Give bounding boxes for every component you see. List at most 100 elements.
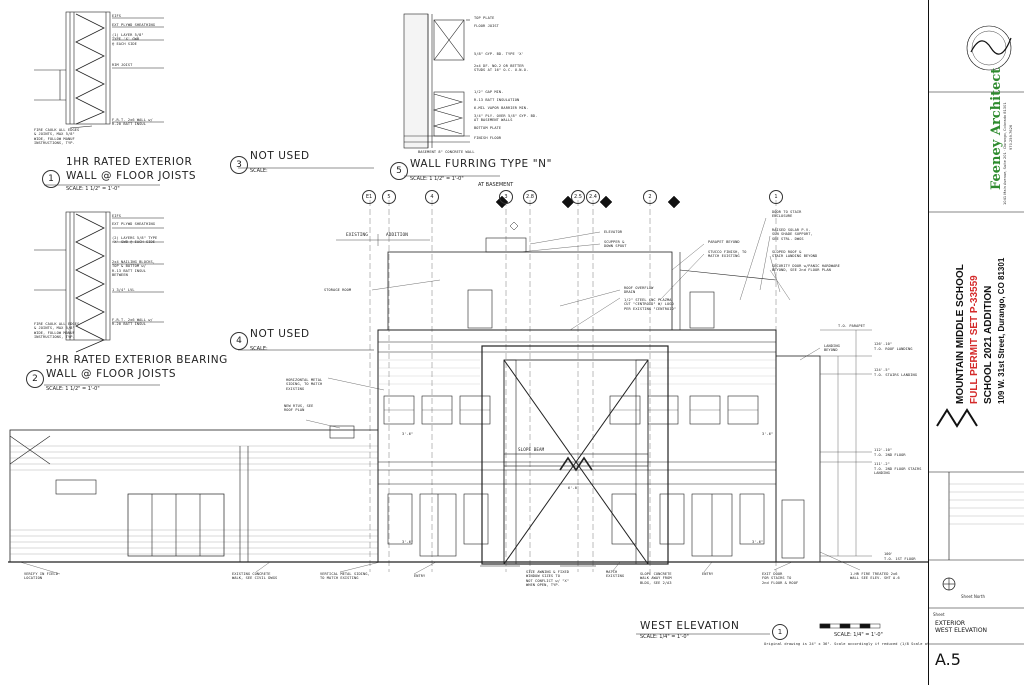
firm-phone: 970.259.7626 (1009, 124, 1013, 150)
sheet-number: A.5 (935, 650, 961, 669)
detail5-title: WALL FURRING TYPE "N" (410, 158, 553, 170)
detail3-title: NOT USED (250, 150, 310, 162)
detail5-label-5: R-13 BATT INSULATION (474, 98, 520, 102)
title-block-linework (929, 25, 1024, 645)
project-address: 109 W. 31st Street, Durango, CO 81301 (997, 257, 1006, 404)
detail2-label-4: 1 3/4" LVL (112, 288, 135, 292)
grid-label-2-5: 2.5 (571, 190, 585, 204)
project-name: MOUNTAIN MIDDLE SCHOOL (955, 264, 966, 404)
note-match-existing: MATCH EXISTING (606, 570, 625, 579)
detail3-number: 3 (230, 156, 248, 174)
title-block: Feeney Architect 1041 Main Avenue, Suite… (928, 0, 1024, 685)
detail1-label-4: FIRE CAULK ALL EDGES & JOINTS, MAX 5/8" … (34, 128, 80, 146)
level-roof-landing: T.O. ROOF LANDING (874, 347, 913, 351)
detail5-label-9: FINISH FLOOR (474, 136, 502, 140)
detail2-label-0: EIFS (112, 214, 122, 218)
note-security-door: SECURITY DOOR w/PANIC HARDWARE BEYOND, S… (772, 264, 840, 273)
dim-label-0: 6'-0" (568, 486, 580, 490)
note-door-stair: DOOR TO STAIR ENCLOSURE (772, 210, 802, 219)
detail3-scale: SCALE: (250, 168, 268, 174)
level-1st-floor-elev: 100' (884, 552, 894, 556)
scale-note: Original drawing is 24" x 36". Scale acc… (764, 642, 946, 646)
scale-bar-label: SCALE: 1/4" = 1'-0" (834, 632, 883, 638)
note-exit-door: EXIT DOOR FOR STAIRS TO 2nd FLOOR & ROOF (762, 572, 799, 585)
note-fire-wall: 1-HR FIRE TREATED 2x6 WALL SEE ELEV. SHT… (850, 572, 900, 581)
firm-address: 1041 Main Avenue, Suite 201 · Durango, C… (1003, 102, 1007, 205)
detail5-label-4: 1/2" GAP MIN. (474, 90, 504, 94)
firm-name: Feeney Architect (989, 67, 1004, 190)
detail2-label-5: FIRE CAULK ALL EDGES & JOINTS, MAX 5/8" … (34, 322, 80, 340)
detail5-label-10: BASEMENT 8" CONCRETE WALL (418, 150, 475, 154)
dim-label-2: 3'-6" (402, 540, 414, 544)
level-2nd-floor-elev: 112'-10" (874, 448, 893, 452)
detail1-label-3: RIM JOIST (112, 63, 133, 67)
detail1-label-1: EXT PLYWD SHEATHING (112, 23, 156, 27)
elevation-scale: SCALE: 1/4" = 1'-0" (640, 634, 689, 640)
beam-label: SLOPE BEAM (518, 447, 545, 452)
detail2-label-1: EXT PLYWD SHEATHING (112, 222, 156, 226)
dim-label-4: 3'-6" (752, 540, 764, 544)
note-scupper: SCUPPER & DOWN SPOUT (604, 240, 627, 249)
detail1-label-5: F.R.T. 2x6 WALL w/ R-20 BATT INSUL (112, 118, 153, 127)
level-2nd-floor: T.O. 2ND FLOOR (874, 453, 906, 457)
note-solar: RAISED SOLAR P.V. SUN SHADE SUPPORT, SEE… (772, 228, 813, 241)
detail1-scale: SCALE: 1 1/2" = 1'-0" (66, 186, 120, 192)
grid-label-2-8: 2.8 (523, 190, 537, 204)
detail2-label-6: F.R.T. 2x6 WALL w/ R-20 BATT INSUL (112, 318, 153, 327)
sheet-title-label: Sheet (933, 612, 945, 617)
note-awning: SIZE AWNING & FIXED WINDOW SIZES TO NOT … (526, 570, 570, 588)
detail1-title-line2: WALL @ FLOOR JOISTS (66, 170, 197, 182)
addition-label: ADDITION (386, 233, 408, 238)
grid-label-2: 2 (643, 190, 657, 204)
level-2nd-floor-stairs-elev: 111'-2" (874, 462, 890, 466)
permit-set: FULL PERMIT SET P-33559 (969, 275, 980, 404)
dim-label-3: 3'-6" (762, 432, 774, 436)
note-entry-2: ENTRY (702, 572, 714, 576)
detail5-label-6: 6-MIL VAPOR BARRIER MIN. (474, 106, 529, 110)
note-horizontal-siding: HORIZONTAL METAL SIDING, TO MATCH EXISTI… (286, 378, 323, 391)
level-roof-landing-elev: 126'-10" (874, 342, 893, 346)
note-landing-beyond: LANDING BEYOND (824, 344, 840, 353)
grid-label-2-4: 2.4 (586, 190, 600, 204)
note-sloped-roof: SLOPED ROOF & STAIR LANDING BEYOND (772, 250, 818, 259)
detail1-label-0: EIFS (112, 14, 122, 18)
detail2-title-line1: 2HR RATED EXTERIOR BEARING (46, 354, 228, 366)
sheet-north-label: Sheet North (961, 594, 986, 599)
note-verify-field: VERIFY IN FIELD LOCATION (24, 572, 58, 581)
detail2-label-2: (2) LAYERS 5/8" TYPE 'X' GWB @ EACH SIDE (112, 236, 158, 245)
detail4-scale: SCALE: (250, 346, 268, 352)
project-addition: SCHOOL 2021 ADDITION (983, 285, 994, 404)
detail4-title: NOT USED (250, 328, 310, 340)
detail2-title-line2: WALL @ FLOOR JOISTS (46, 368, 177, 380)
note-centroid: 1/2" STEEL CNC PLAZMA CUT "CENTROID" W/ … (624, 298, 677, 311)
detail1-number: 1 (42, 170, 60, 188)
grid-label-1: 1 (769, 190, 783, 204)
detail2-label-3: 2x4 NAILING BLOCKS, TOP & BOTTOM w/ R-13… (112, 260, 156, 278)
grid-label-3: 3 (499, 190, 513, 204)
detail5-label-8: BOTTOM PLATE (474, 126, 502, 130)
detail4-number: 4 (230, 332, 248, 350)
detail5-label-1: FLOOR JOIST (474, 24, 499, 28)
detail5-number: 5 (390, 162, 408, 180)
detail5-sub: AT BASEMENT (478, 182, 514, 188)
dim-label-1: 3'-6" (402, 432, 414, 436)
note-vertical-siding: VERTICAL METAL SIDING, TO MATCH EXISTING (320, 572, 370, 581)
detail1-title-line1: 1HR RATED EXTERIOR (66, 156, 193, 168)
sheet-title: EXTERIOR WEST ELEVATION (935, 620, 988, 634)
note-parapet-beyond: PARAPET BEYOND (708, 240, 740, 244)
note-elevator: ELEVATOR (604, 230, 623, 234)
existing-label: EXISTING (346, 233, 368, 238)
detail2-scale: SCALE: 1 1/2" = 1'-0" (46, 386, 100, 392)
note-stucco: STUCCO FINISH, TO MATCH EXISTING (708, 250, 747, 259)
detail2-number: 2 (26, 370, 44, 388)
note-slope-concrete: SLOPE CONCRETE WALK AWAY FROM BLDG, SEE … (640, 572, 672, 585)
elevation-number: 1 (772, 624, 788, 640)
detail5-label-7: 3/4" PLY. OVER 5/8" GYP. BD. AT BASEMENT… (474, 114, 538, 123)
level-stairs-landing: T.O. STAIRS LANDING (874, 373, 918, 377)
grid-label-5: 5 (382, 190, 396, 204)
note-existing-walk: EXISTING CONCRETE WALK, SEE CIVIL DWGS (232, 572, 278, 581)
level-stairs-landing-elev: 124'-5" (874, 368, 890, 372)
detail5-scale: SCALE: 1 1/2" = 1'-0" (410, 176, 464, 182)
